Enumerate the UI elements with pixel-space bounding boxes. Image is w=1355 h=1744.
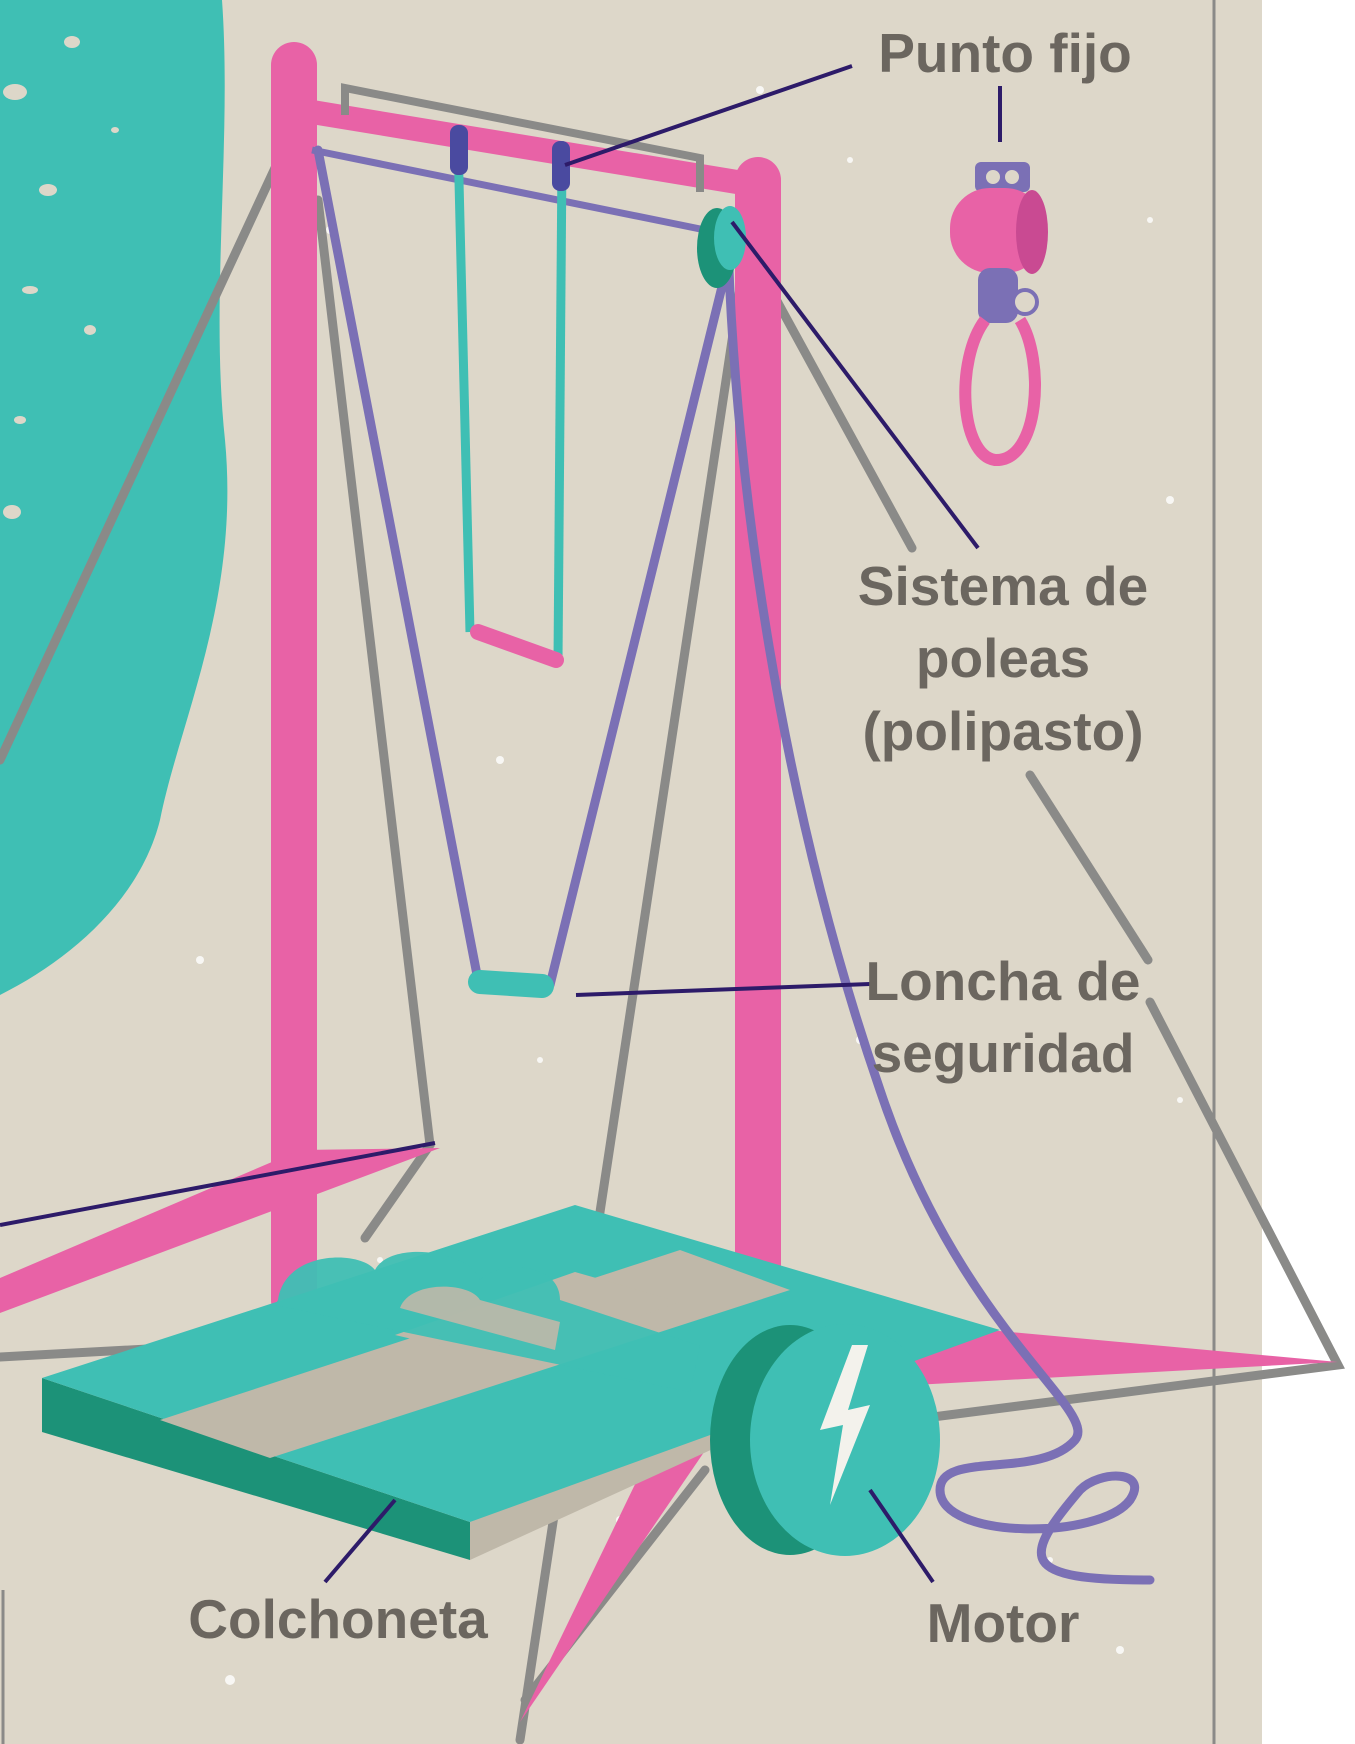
pulley-system-label-line2: poleas: [916, 627, 1090, 689]
speckles: [3, 36, 119, 519]
pulley-system-label-line1: Sistema de: [858, 555, 1148, 617]
safety-harness-bar: [468, 970, 554, 998]
pulley-cable-top: [311, 146, 716, 236]
pulley-wheel: [697, 206, 746, 288]
mat-label: Colchoneta: [188, 1588, 488, 1650]
fixed-point-label: Punto fijo: [878, 22, 1132, 84]
pulley-system-label-line3: (polipasto): [862, 700, 1143, 762]
motor: [710, 1324, 940, 1556]
left-foot: [0, 1148, 440, 1313]
motor-label: Motor: [927, 1592, 1080, 1654]
leader-lines: [0, 64, 1002, 1584]
safety-harness-label-line2: seguridad: [872, 1022, 1135, 1084]
harness-cables: [313, 145, 1155, 1585]
mat: [42, 1205, 1000, 1560]
safety-harness-label-line1: Loncha de: [865, 950, 1140, 1012]
teal-background-blob: [0, 0, 228, 995]
top-beam: [298, 98, 757, 197]
swing-seat: [470, 624, 564, 668]
swing-frame: [0, 42, 1338, 1722]
swing-seat-assembly: [450, 125, 570, 668]
beam-bracket: [341, 83, 704, 192]
lightning-icon: [820, 1345, 870, 1505]
carabiner-icon: [950, 162, 1048, 467]
